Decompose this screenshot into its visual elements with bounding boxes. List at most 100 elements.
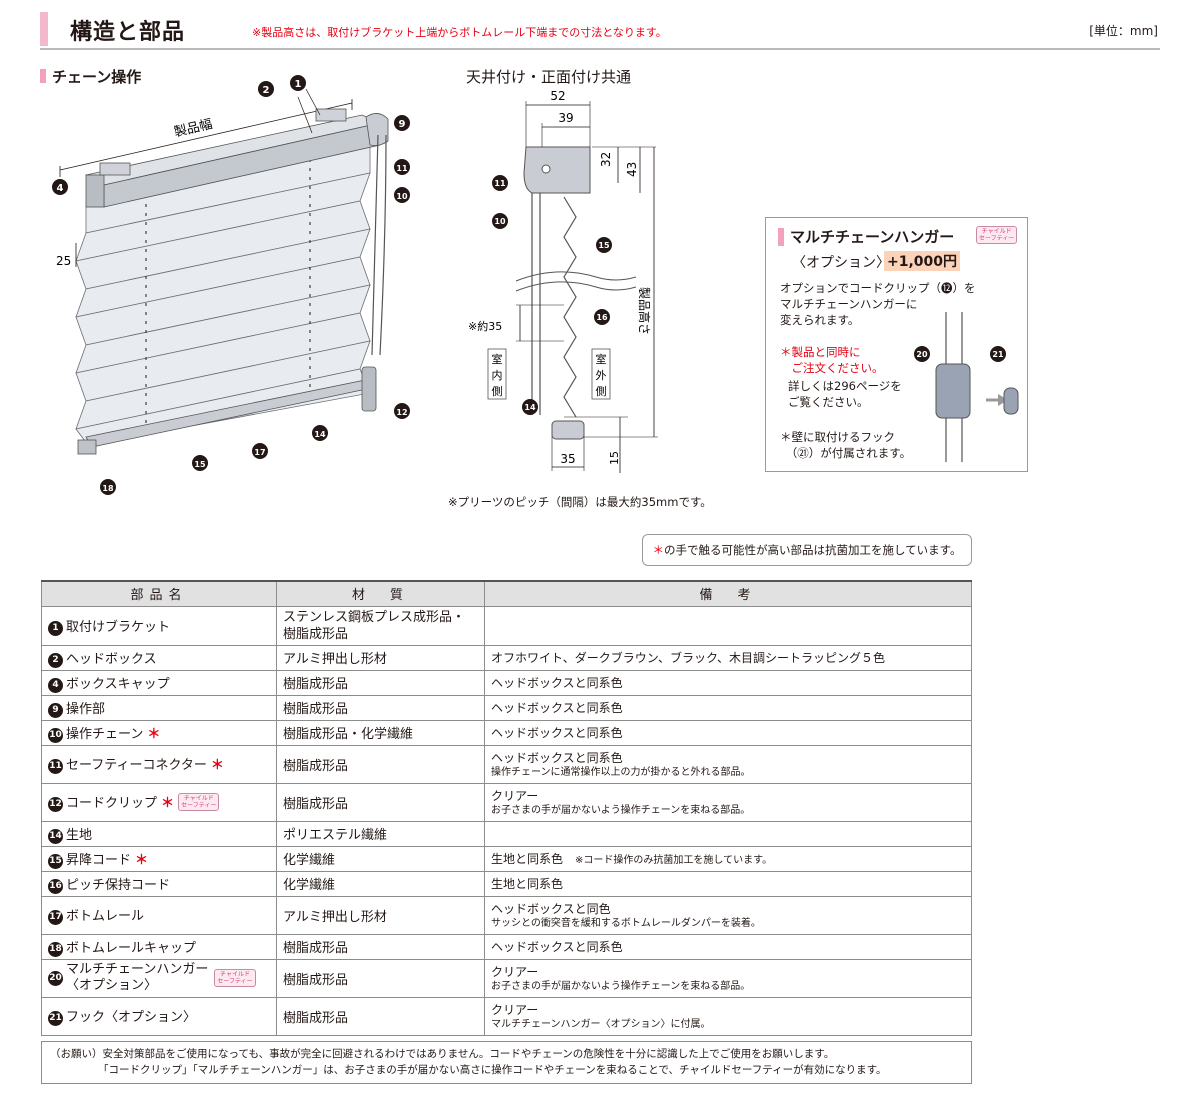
part-number: 18 <box>48 941 63 957</box>
part-name: 取付けブラケット <box>66 619 171 635</box>
child-safety-badge: チャイルド セーフティー <box>976 226 1018 244</box>
callout-15: 15 <box>194 460 206 469</box>
option-order-note: ＊製品と同時に ご注文ください。 <box>780 345 884 375</box>
part-number: 17 <box>48 910 63 925</box>
material: 樹脂成形品・化学繊維 <box>276 719 485 746</box>
part-name: ピッチ保持コード <box>66 877 171 893</box>
lift-cord-lines <box>145 159 311 430</box>
part-number: 10 <box>48 727 63 743</box>
remark: 生地と同系色 <box>491 852 564 866</box>
material: 化学繊維 <box>276 870 485 897</box>
remark: ヘッドボックスと同系色 <box>491 675 623 690</box>
remark-detail: お子さまの手が届かないよう操作チェーンを束ねる部品。 <box>491 804 751 816</box>
part-name: ボックスキャップ <box>66 676 170 692</box>
material: アルミ押出し形材 <box>276 644 485 671</box>
part-number: 9 <box>48 702 63 718</box>
part-number: 11 <box>48 759 63 774</box>
bracket-left <box>99 162 131 176</box>
option-price: +1,000円 <box>884 251 961 271</box>
remark: オフホワイト、ダークブラウン、ブラック、木目調シートラッピング５色 <box>491 650 885 665</box>
remark: クリアー <box>491 964 539 979</box>
width-dimension-line <box>59 102 353 171</box>
operating-chain <box>371 134 387 356</box>
box-cap <box>85 174 105 208</box>
dim-35: 35 <box>560 452 575 466</box>
footer-line-1: （お願い）安全対策部品をご使用になっても、事故が完全に回避されるわけではありませ… <box>50 1048 835 1060</box>
height-label: 製品高さ <box>637 287 652 335</box>
callout-14: 14 <box>314 430 326 439</box>
pitch-note: ※プリーツのピッチ（間隔）は最大約35mmです。 <box>448 495 712 509</box>
svg-text:21: 21 <box>992 350 1004 359</box>
width-label: 製品幅 <box>173 117 214 140</box>
callout-12: 12 <box>396 408 407 417</box>
col-header-part: 部品名 <box>41 580 277 607</box>
remark-detail: マルチチェーンハンガー〈オプション〉に付属。 <box>491 1018 711 1030</box>
option-title: マルチチェーンハンガー <box>790 228 955 246</box>
side-callouts: 11 10 15 16 14 <box>492 175 612 415</box>
side-view-diagram: 52 39 32 43 製品高さ 15 35 ※約35 室 内 側 室 外 側 … <box>468 89 658 473</box>
header-note: ※製品高さは、取付けブラケット上端からボトムレール下端までの寸法となります。 <box>252 26 667 39</box>
dim-43: 43 <box>625 162 639 177</box>
option-description: オプションでコードクリップ（⓬）を マルチチェーンハンガーに 変えられます。 <box>780 281 976 327</box>
indoor-box <box>487 348 507 400</box>
part-name: 生地 <box>66 827 93 843</box>
indoor-char-1: 室 <box>492 352 503 366</box>
part-number: 1 <box>48 620 63 636</box>
part-name: フック〈オプション〉 <box>66 1010 197 1025</box>
header-accent-bar <box>40 12 48 46</box>
part-name: マルチチェーンハンガー <box>66 962 209 977</box>
section-label-text: チェーン操作 <box>52 68 142 86</box>
footer-notice: （お願い）安全対策部品をご使用になっても、事故が完全に回避されるわけではありませ… <box>41 1041 972 1084</box>
multi-chain-hanger <box>935 363 971 419</box>
callouts: 1 2 4 9 11 10 12 14 15 17 18 <box>52 75 410 495</box>
part-name: ボトムレール <box>66 909 145 924</box>
antibacterial-text: の手で触る可能性が高い部品は抗菌加工を施しています。 <box>663 543 962 557</box>
antibacterial-note: ＊の手で触る可能性が高い部品は抗菌加工を施しています。 <box>642 534 972 566</box>
antibacterial-asterisk: ＊ <box>652 543 664 557</box>
col-header-remarks: 備 考 <box>484 580 972 607</box>
indoor-char-2: 内 <box>492 368 503 382</box>
fabric-side <box>563 196 577 418</box>
child-safety-badge: チャイルド セーフティー <box>214 969 256 987</box>
bottom-rail-side <box>551 420 585 440</box>
remark-note: ※コード操作のみ抗菌加工を施しています。 <box>575 855 773 866</box>
remark: ヘッドボックスと同系色 <box>491 939 623 954</box>
part-name: ボトムレールキャップ <box>66 940 197 956</box>
section-marker <box>40 69 46 83</box>
part-name: 操作部 <box>66 701 106 717</box>
material: 化学繊維 <box>276 845 485 872</box>
part-name: コードクリップ <box>66 796 158 811</box>
dim-32: 32 <box>599 152 613 167</box>
option-accent <box>778 228 784 246</box>
remark: クリアー <box>491 1002 539 1017</box>
remark-detail: サッシとの衝突音を緩和するボトムレールダンパーを装着。 <box>491 917 761 929</box>
material: アルミ押出し形材 <box>276 895 485 935</box>
callout-11: 11 <box>396 164 408 173</box>
callout-2: 2 <box>263 85 270 96</box>
page-title: 構造と部品 <box>70 20 186 45</box>
part-name: 昇降コード <box>66 852 132 868</box>
part-name: セーフティーコネクター <box>66 758 207 773</box>
cord-clip <box>361 366 377 412</box>
outdoor-char-3: 側 <box>596 385 607 398</box>
callout-10: 10 <box>396 192 408 201</box>
callout-badge <box>290 75 306 91</box>
material: 樹脂成形品 <box>276 744 485 784</box>
part-number: 12 <box>48 797 63 812</box>
remark: ヘッドボックスと同系色 <box>491 750 623 765</box>
option-see-page: 詳しくは296ページを ご覧ください。 <box>788 379 902 409</box>
antibacterial-mark: ＊ <box>210 758 224 773</box>
svg-text:15: 15 <box>598 241 610 250</box>
remark-detail: 操作チェーンに通常操作以上の力が掛かると外れる部品。 <box>491 766 751 778</box>
outdoor-char-1: 室 <box>596 352 607 366</box>
callout-9: 9 <box>399 119 406 130</box>
